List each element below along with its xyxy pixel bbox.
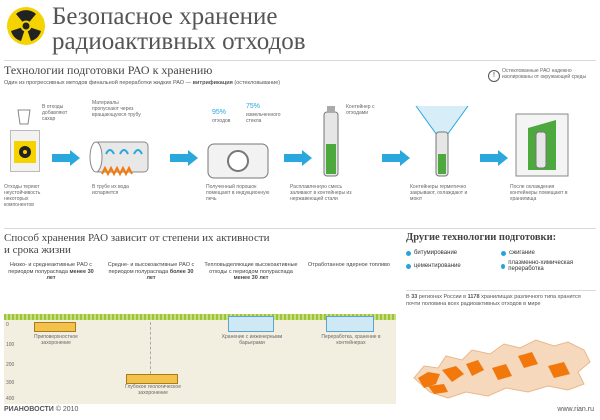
divider (406, 290, 596, 291)
waste-drum (10, 130, 40, 172)
footer-logo: РИАНОВОСТИ © 2010 (4, 406, 78, 413)
depth-100: 100 (6, 342, 15, 348)
depth-0: 0 (6, 322, 9, 328)
fuel-storage-icon (326, 316, 374, 332)
induction-furnace (207, 143, 269, 179)
tech-title: Технологии подготовки РАО к хранению (4, 63, 213, 77)
other-item-label: цементирование (414, 263, 461, 269)
step5-bottom: Контейнеры герметично закрывают, охлажда… (410, 184, 468, 202)
storage-col-1: Низко- и среднеактивные РАО с периодом п… (4, 262, 98, 282)
rotating-tube (89, 141, 149, 177)
depth-200: 200 (6, 362, 15, 368)
other-item: сжигание (501, 250, 596, 256)
info-icon: ! (488, 70, 500, 82)
russia-text: В 33 регионах России в 1178 хранилищах р… (406, 294, 594, 307)
other-item-label: сжигание (509, 250, 535, 256)
depth-300: 300 (6, 380, 15, 386)
steel-container (323, 106, 339, 177)
step4-top: Контейнер с отходами (346, 104, 375, 116)
col1-text: Низко- и среднеактивные РАО с периодом п… (8, 262, 93, 275)
bullet-icon (501, 250, 506, 256)
surface-storage-icon (34, 322, 76, 332)
step2-bottom: В трубе их вода испаряется (92, 184, 129, 196)
bullet-icon (406, 263, 411, 269)
russia-post: хранилищах различного типа хранится почт… (406, 294, 581, 307)
sugar-bag-icon (16, 106, 32, 126)
arrow-right-icon (480, 150, 508, 166)
bullet-icon (406, 250, 411, 256)
divider (4, 60, 596, 61)
storage-title: Способ хранения РАО зависит от степени и… (4, 232, 396, 256)
russia-mid: регионах России в (418, 294, 467, 300)
subtitle-bold: витрификация (192, 80, 233, 86)
arrow-right-icon (382, 150, 410, 166)
subtitle-pre: Один из прогрессивных методов финальной … (4, 80, 192, 86)
depth-400: 400 (6, 396, 15, 402)
col2-bottom: Глубокое геологическое захоронение (125, 384, 181, 396)
storage-title-line1: Способ хранения РАО зависит от степени и… (4, 232, 270, 244)
step4-bottom: Расплавленную смесь заливают в контейнер… (290, 184, 352, 202)
soil-cross-section (4, 320, 396, 404)
deep-storage-icon (126, 374, 178, 384)
step1-top: В отходы добавляют сахар (42, 104, 68, 122)
other-item-label: плазменно-химическая переработка (508, 260, 574, 272)
arrow-right-icon (170, 150, 198, 166)
russia-pre: В (406, 294, 410, 300)
step3-bottom: Полученный порошок помещают в индукционн… (206, 184, 270, 202)
col3-bold: менее 30 лет (233, 275, 269, 281)
step2-top: Материалы пропускают через вращающуюся т… (92, 100, 141, 118)
radiation-icon (7, 7, 45, 45)
percent-75: 75% (246, 103, 261, 110)
logo-text: РИАНОВОСТИ (4, 406, 54, 413)
washing-station (415, 105, 469, 177)
other-item: цементирование (406, 260, 501, 272)
footer-site[interactable]: www.rian.ru (557, 406, 594, 413)
arrow-right-icon (284, 150, 312, 166)
col4-bottom: Переработка, хранение в контейнерах (321, 334, 381, 346)
other-item: плазменно-химическая переработка (501, 260, 596, 272)
col1-bold: менее 30 лет (46, 268, 94, 282)
col1-bottom: Приповерхностное захоронение (34, 334, 78, 346)
storage-title-line2: и срока жизни (4, 244, 71, 256)
ground-surface (4, 314, 396, 320)
other-item-label: битумирование (414, 250, 458, 256)
russia-sites: 1178 (467, 294, 480, 300)
step1-bottom: Отходы теряют неустойчивость некоторых к… (4, 184, 41, 208)
storage-col-2: Средне- и высокоактивные РАО с периодом … (104, 262, 198, 282)
storage-col-4: Отработанное ядерное топливо (304, 262, 394, 269)
col2-bold: более 30 лет (146, 268, 194, 282)
copyright: © 2010 (55, 406, 79, 413)
other-item: битумирование (406, 250, 501, 256)
divider (4, 228, 596, 229)
col3-text: Тепловыделяющие высокоактивные отходы с … (204, 262, 298, 275)
subtitle-post: (остекловывание) (234, 80, 281, 86)
other-tech-list: битумирование сжигание цементирование пл… (406, 250, 596, 272)
russia-regions: 33 (411, 294, 418, 300)
step6-bottom: После охлаждения контейнеры помещают в х… (510, 184, 568, 202)
storage-col-3: Тепловыделяющие высокоактивные отходы с … (204, 262, 298, 282)
percent-95: 95% (212, 109, 227, 116)
percent-95-label: отходов (212, 118, 231, 124)
radiation-small-icon (14, 141, 36, 163)
engineered-storage-icon (228, 316, 274, 332)
title-line-2: радиоактивных отходов (52, 28, 306, 55)
shaft (150, 322, 151, 374)
col4-text: Отработанное ядерное топливо (308, 262, 390, 268)
bullet-icon (501, 263, 506, 269)
page-title: Безопасное хранение радиоактивных отходо… (52, 4, 306, 54)
col3-bottom: Хранение с инженерными барьерами (221, 334, 283, 346)
col2-text: Средне- и высокоактивные РАО с периодом … (107, 262, 195, 275)
russia-map (413, 339, 591, 399)
percent-75-label: измельченного стекла (246, 112, 281, 124)
tech-subtitle: Один из прогрессивных методов финальной … (4, 80, 474, 87)
other-title: Другие технологии подготовки: (406, 232, 557, 243)
storage-facility (515, 113, 569, 177)
title-line-1: Безопасное хранение (52, 3, 278, 30)
tech-note: Остеклованные РАО надежно изолированы от… (502, 68, 587, 80)
arrow-right-icon (52, 150, 80, 166)
